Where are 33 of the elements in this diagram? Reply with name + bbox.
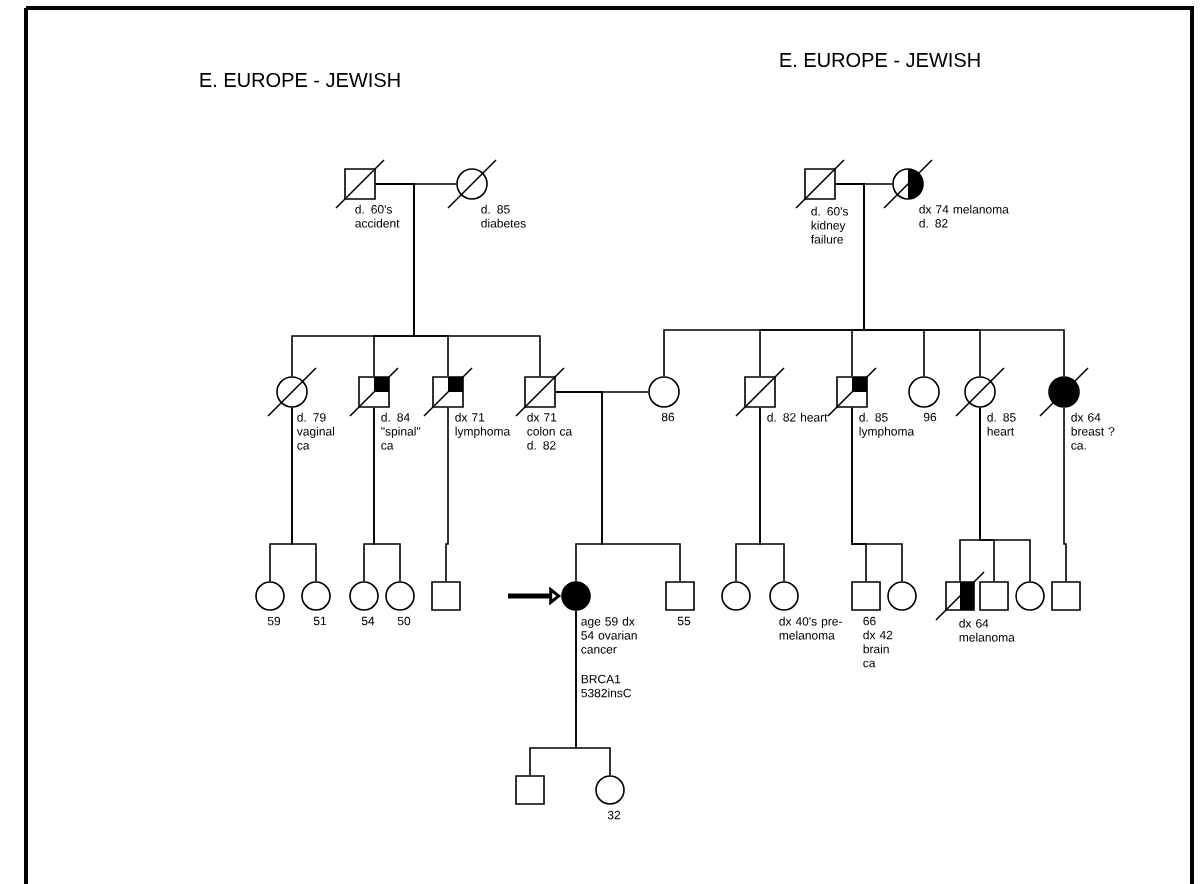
- male-symbol: [431, 581, 461, 611]
- female-symbol: [887, 581, 917, 611]
- female-symbol: [595, 775, 625, 805]
- male-symbol: [1051, 581, 1081, 611]
- descent-line: [445, 407, 449, 582]
- descent-line: [373, 407, 401, 582]
- handwritten-heading: E. EUROPE - JEWISH: [200, 72, 400, 88]
- descent-line: [759, 407, 785, 582]
- descent-line: [575, 610, 611, 776]
- female-symbol: [349, 581, 379, 611]
- female-symbol: [769, 581, 799, 611]
- male-symbol: [795, 159, 845, 209]
- handwritten-heading: E. EUROPE - JEWISH: [780, 52, 980, 68]
- descent-line: [835, 183, 1065, 377]
- descent-line: [1063, 407, 1067, 582]
- male-symbol: [851, 581, 881, 611]
- male-symbol: [515, 775, 545, 805]
- female-symbol: [648, 376, 680, 408]
- descent-line: [291, 407, 317, 582]
- descent-line: [851, 407, 903, 582]
- descent-line: [979, 407, 1031, 582]
- descent-line: [555, 391, 681, 582]
- male-symbol: [935, 571, 985, 621]
- female-symbol: [908, 376, 940, 408]
- female-symbol: [385, 581, 415, 611]
- female-symbol: [561, 581, 591, 611]
- female-symbol: [301, 581, 331, 611]
- female-symbol: [255, 581, 285, 611]
- female-symbol: [721, 581, 751, 611]
- male-symbol: [979, 581, 1009, 611]
- female-symbol: [1015, 581, 1045, 611]
- male-symbol: [665, 581, 695, 611]
- descent-line: [375, 183, 541, 377]
